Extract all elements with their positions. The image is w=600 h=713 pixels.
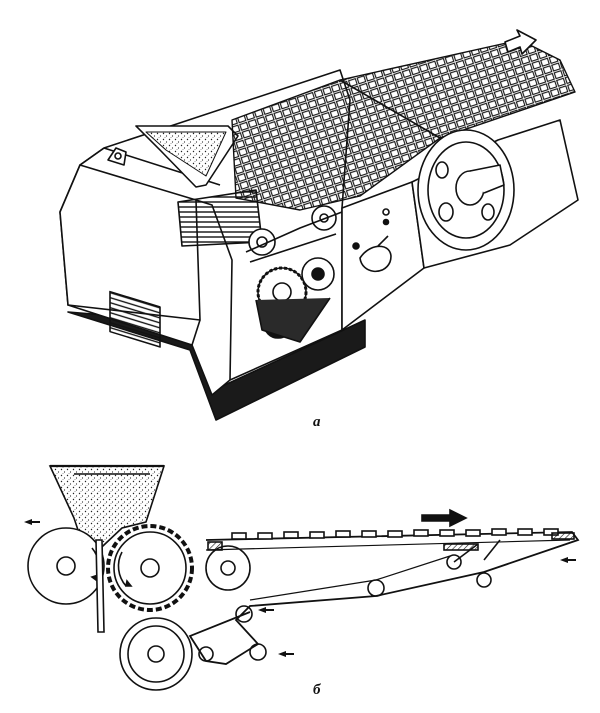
double-dash-arrow-icon — [24, 519, 576, 657]
adjustment-lever — [359, 245, 392, 273]
drive-gears — [245, 205, 343, 343]
machine-schematic — [24, 464, 580, 691]
scraper-knife — [95, 539, 105, 633]
idler-roller-6 — [476, 572, 492, 588]
idler-roller-3 — [249, 643, 267, 661]
figure-caption-b: б — [313, 682, 321, 698]
idler-roller-4 — [367, 579, 385, 597]
transfer-plate-1 — [443, 543, 479, 551]
outline-arrow-right-icon — [504, 29, 537, 55]
transfer-roller — [205, 541, 251, 591]
forcing-roller — [27, 527, 105, 605]
transfer-plate-2 — [551, 532, 575, 540]
solid-arrow-right-icon — [421, 508, 468, 528]
machine-illustration — [59, 29, 579, 421]
products-on-belt — [231, 528, 559, 540]
moulding-roller — [106, 524, 194, 612]
conveyor-belt — [231, 39, 576, 211]
schematic-hopper — [48, 464, 166, 562]
figure-caption-a: а — [313, 414, 321, 430]
large-pulley — [417, 129, 515, 251]
ventilation-grille — [109, 290, 161, 348]
conveyor-belt-path — [188, 531, 580, 665]
rubber-roller — [119, 617, 193, 691]
